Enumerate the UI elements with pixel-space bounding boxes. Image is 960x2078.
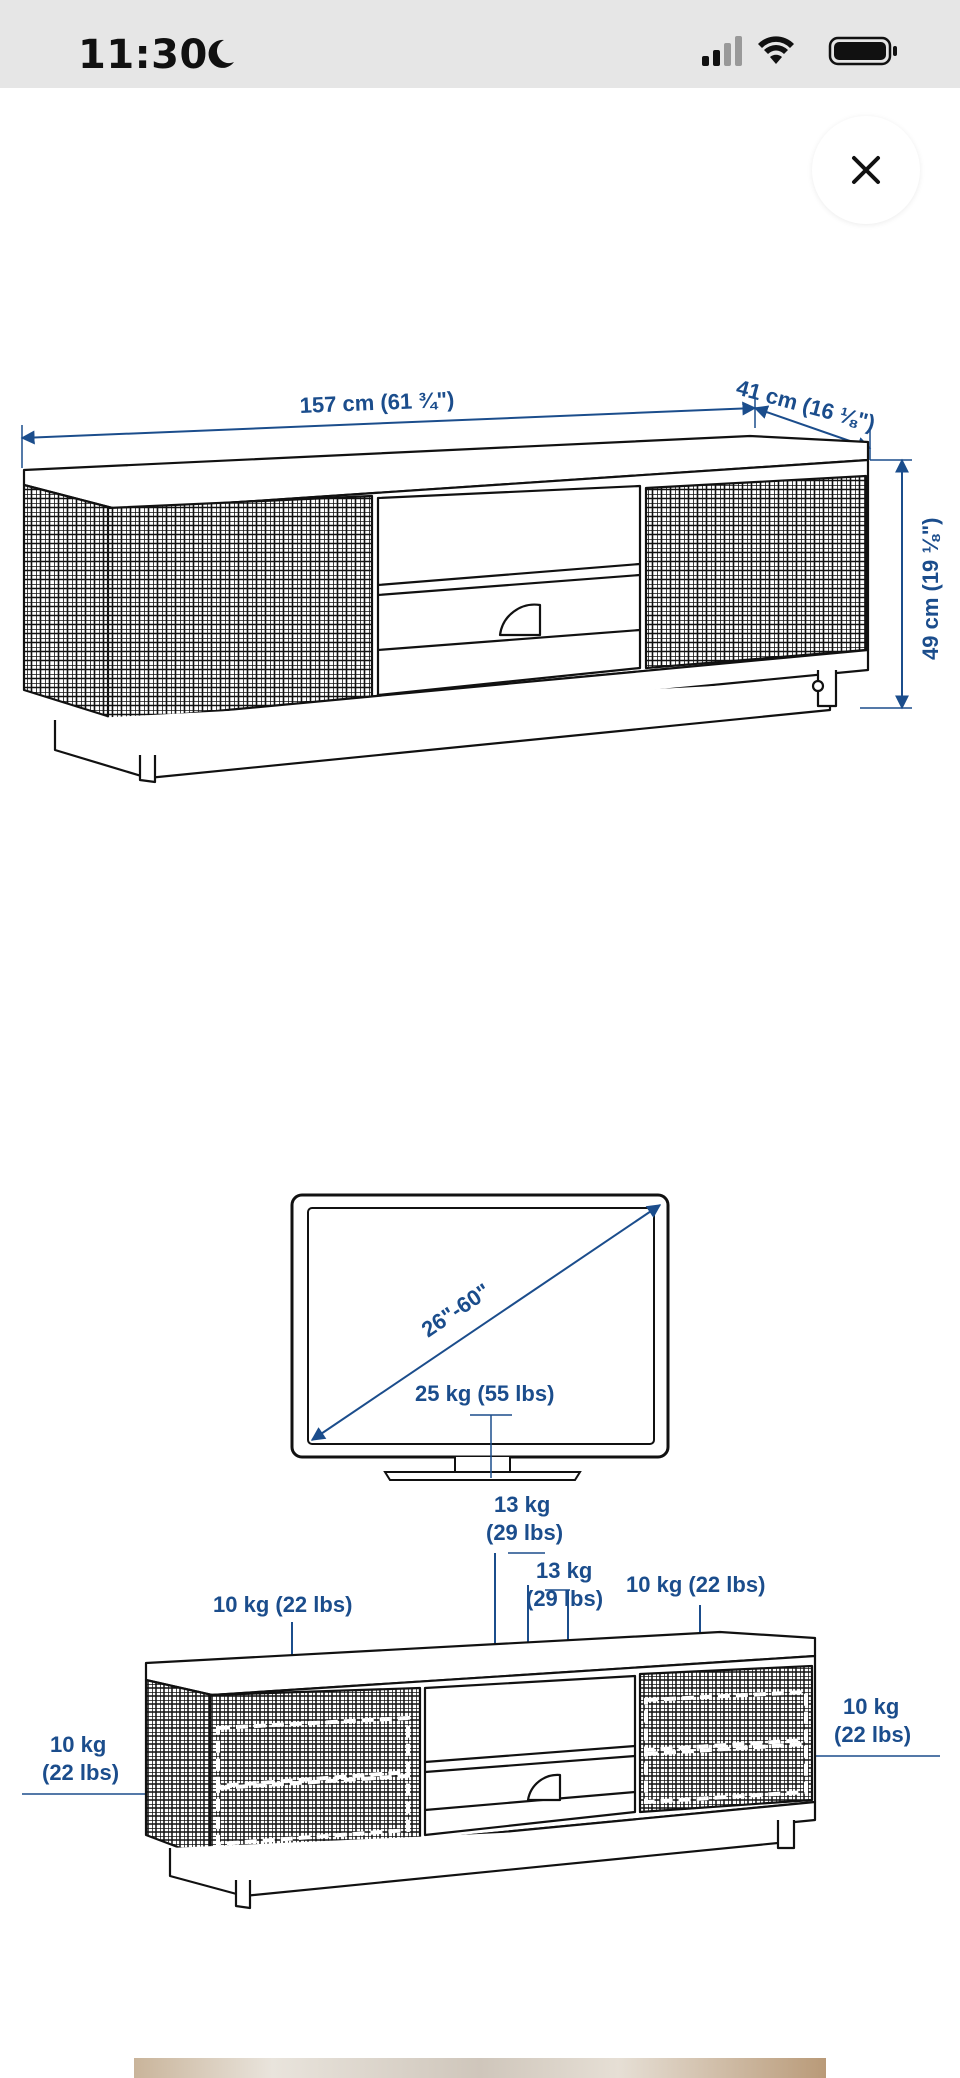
tv-bench-illustration: [144, 1630, 817, 1910]
close-icon: [852, 156, 880, 184]
right-shelf-load-line1: 10 kg: [843, 1694, 899, 1719]
height-label: 49 cm (19 ⅛"): [918, 517, 943, 660]
load-capacity-diagram: 26"-60" 25 kg (55 lbs) 13 kg (29 lbs) 13…: [22, 1193, 940, 1910]
status-bar: 11:30: [0, 0, 960, 88]
left-shelf-load-line2: (22 lbs): [42, 1760, 119, 1785]
dimensions-diagram: 157 cm (61 ¾") 41 cm (16 ⅛") 49 cm (19 ⅛…: [20, 375, 943, 784]
left-shelf-load-line1: 10 kg: [50, 1732, 106, 1757]
status-time: 11:30: [78, 32, 208, 78]
top-load-line2: (29 lbs): [486, 1520, 563, 1545]
shelf-load-line1: 13 kg: [536, 1558, 592, 1583]
right-shelf-load-line2: (22 lbs): [834, 1722, 911, 1747]
top-load-line1: 13 kg: [494, 1492, 550, 1517]
moon-icon: [208, 39, 234, 68]
close-button[interactable]: [812, 116, 920, 224]
tv-weight-label: 25 kg (55 lbs): [415, 1381, 554, 1406]
width-label: 157 cm (61 ¾"): [299, 387, 455, 418]
wifi-icon: [758, 36, 794, 64]
right-door-label: 10 kg (22 lbs): [626, 1572, 765, 1597]
status-icons: [702, 36, 897, 66]
next-product-image-thumbnail[interactable]: [134, 2058, 826, 2078]
signal-icon: [702, 36, 742, 66]
battery-icon: [828, 36, 897, 66]
left-door-label: 10 kg (22 lbs): [213, 1592, 352, 1617]
